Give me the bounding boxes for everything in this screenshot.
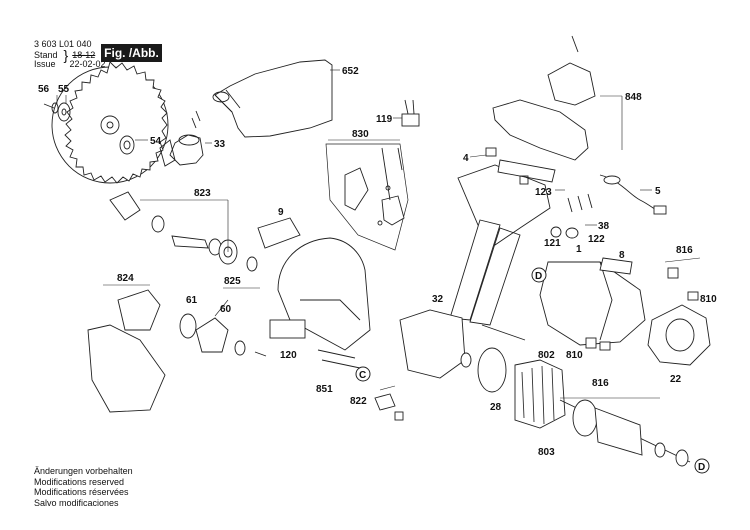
- callout-22: 22: [670, 374, 682, 385]
- stand-label: Stand: [34, 50, 58, 60]
- callout-54: 54: [150, 136, 162, 147]
- issue-value: 22-02-02: [69, 59, 106, 69]
- callout-5: 5: [655, 186, 661, 197]
- callout-120: 120: [280, 350, 297, 361]
- gear-set: [109, 191, 258, 272]
- callout-810-top: 810: [700, 294, 717, 305]
- callout-33: 33: [214, 139, 226, 150]
- callout-56: 56: [38, 84, 50, 95]
- note-english: Modifications reserved: [34, 476, 125, 487]
- callout-labels: 652 56 55 54 33 119 830 848 4 123 5 38 1…: [38, 66, 717, 458]
- label-plate: [269, 319, 306, 339]
- document-code: 3 603 L01 040: [34, 39, 92, 49]
- motor-housing: [539, 257, 646, 346]
- stand-row: Stand } 18-12: [34, 47, 96, 63]
- callout-4: 4: [463, 153, 469, 164]
- callout-121: 121: [544, 238, 561, 249]
- callout-123: 123: [535, 187, 552, 198]
- dust-bag: [212, 59, 333, 138]
- callout-1: 1: [576, 244, 582, 255]
- callout-816-bottom: 816: [592, 378, 609, 389]
- callout-851: 851: [316, 384, 333, 395]
- callout-822: 822: [350, 396, 367, 407]
- callout-9: 9: [278, 207, 284, 218]
- note-french: Modifications réservées: [34, 487, 129, 497]
- reference-circle-c: [355, 366, 371, 382]
- callout-810-bottom: 810: [566, 350, 583, 361]
- callout-119: 119: [376, 114, 393, 125]
- armature: [559, 399, 691, 467]
- callout-848: 848: [625, 92, 642, 103]
- handle-top: [492, 35, 596, 161]
- small-screws: [550, 193, 593, 239]
- handle-body: [449, 147, 556, 326]
- callout-825: 825: [224, 276, 241, 287]
- callout-802: 802: [538, 350, 555, 361]
- gear-housing: [399, 309, 472, 379]
- note-spanish: Salvo modificaciones: [34, 497, 119, 508]
- key-part: [374, 393, 404, 421]
- blade-wrench: [317, 349, 361, 369]
- lower-guard: [87, 289, 166, 413]
- reference-circle-d-bottom: [694, 458, 710, 474]
- issue-row: Issue 22-02-02: [34, 59, 106, 70]
- rod: [481, 324, 526, 341]
- callout-38: 38: [598, 221, 610, 232]
- modification-notes: Änderungen vorbehalten Modifications res…: [34, 466, 133, 508]
- saw-blade: [51, 61, 169, 184]
- callout-32: 32: [432, 294, 444, 305]
- switch-assembly: [325, 143, 409, 251]
- issue-label: Issue: [34, 59, 56, 69]
- fan-stator: [477, 347, 566, 429]
- callout-830: 830: [352, 129, 369, 140]
- clip-part: [401, 99, 420, 127]
- power-cord: [599, 174, 667, 215]
- part-outlines: [43, 35, 711, 467]
- reference-letter-c: C: [359, 370, 366, 381]
- callout-8: 8: [619, 250, 625, 261]
- dust-adapter: [159, 110, 204, 167]
- brace-symbol: }: [63, 47, 69, 63]
- reference-letter-d-bottom: D: [698, 462, 705, 473]
- end-cap: [647, 304, 711, 366]
- callout-816-top: 816: [676, 245, 693, 256]
- callout-652: 652: [342, 66, 359, 77]
- callout-824: 824: [117, 273, 134, 284]
- reference-letter-d-top: D: [535, 271, 542, 282]
- callout-55: 55: [58, 84, 70, 95]
- note-german: Änderungen vorbehalten: [34, 466, 133, 476]
- callout-823: 823: [194, 188, 211, 199]
- leader-lines: [56, 69, 701, 399]
- callout-61: 61: [186, 295, 198, 306]
- reference-markers: D C D: [355, 267, 710, 474]
- stand-value: 18-12: [72, 50, 96, 60]
- callout-28: 28: [490, 402, 502, 413]
- brush-holders: [585, 267, 699, 351]
- flange-set: [43, 102, 135, 155]
- reference-circle-d-top: [531, 267, 547, 283]
- callout-122: 122: [588, 234, 605, 245]
- callout-60: 60: [220, 304, 232, 315]
- ring-cover: [179, 313, 267, 357]
- callout-803: 803: [538, 447, 555, 458]
